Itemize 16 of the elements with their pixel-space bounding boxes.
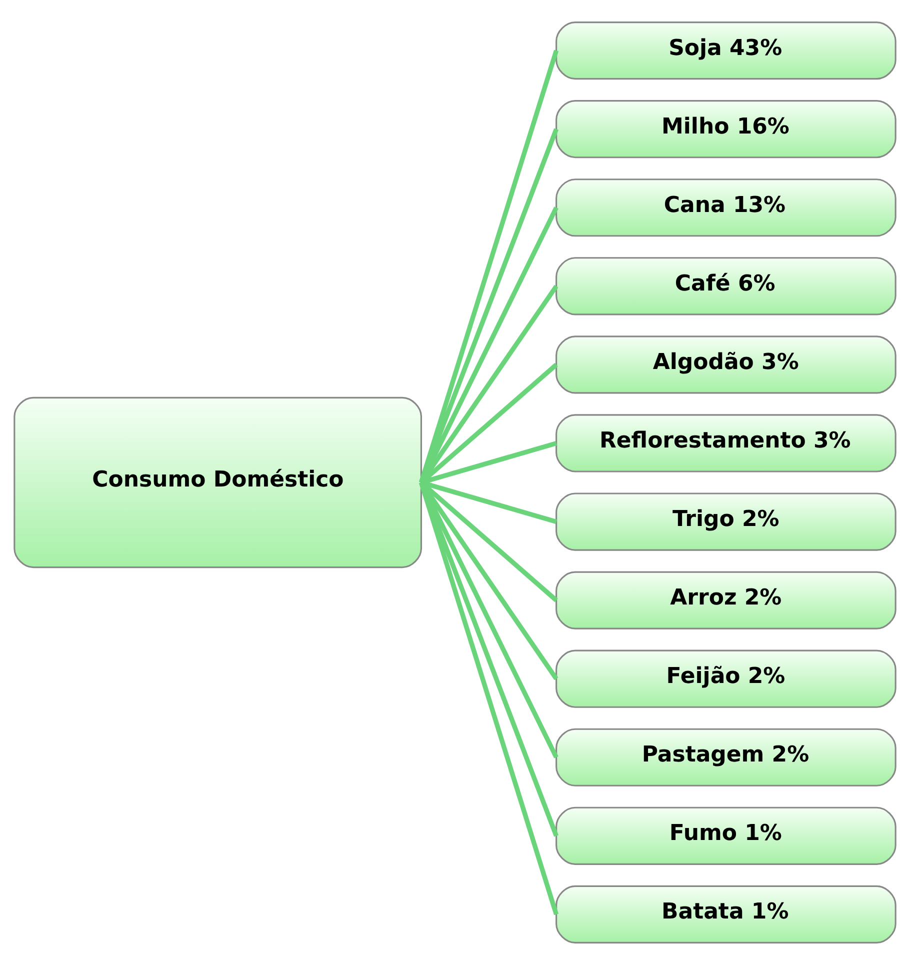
- node-box: Trigo 2%: [556, 492, 896, 551]
- node-box: Cana 13%: [556, 178, 896, 237]
- node-box: Soja 43%: [556, 22, 896, 80]
- node-box: Feijão 2%: [556, 650, 896, 708]
- node-box: Batata 1%: [556, 885, 896, 944]
- node-box: Reflorestamento 3%: [556, 414, 896, 472]
- connector: [418, 50, 559, 484]
- connector: [419, 128, 559, 484]
- node-box: Consumo Doméstico: [14, 396, 422, 568]
- connector: [418, 482, 559, 916]
- node-box: Café 6%: [556, 257, 896, 316]
- node-box: Algodão 3%: [556, 336, 896, 394]
- node-box: Arroz 2%: [556, 571, 896, 630]
- node-box: Fumo 1%: [556, 806, 896, 865]
- node-box: Milho 16%: [556, 100, 896, 158]
- node-box: Pastagem 2%: [556, 728, 896, 786]
